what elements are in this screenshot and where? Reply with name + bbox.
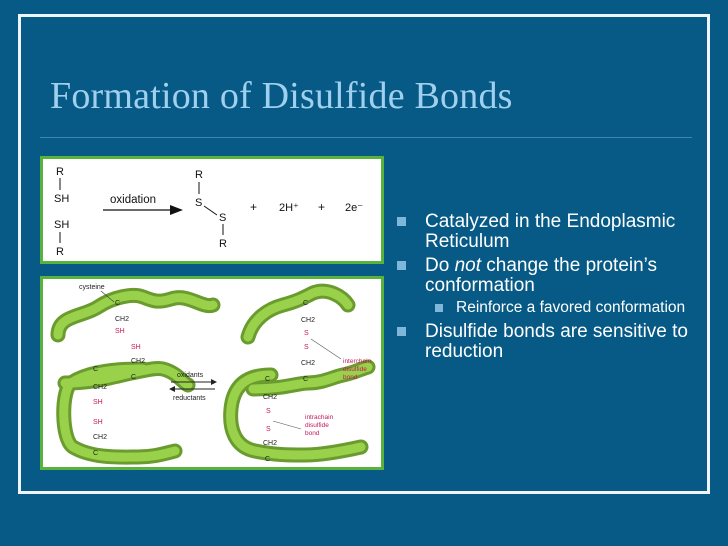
interchain-label-line: bond bbox=[343, 374, 358, 381]
carbon-atom: C bbox=[265, 456, 270, 463]
r-group-top: R bbox=[56, 166, 64, 178]
thiol-group: SH bbox=[93, 419, 103, 426]
methylene-group: CH2 bbox=[263, 440, 277, 447]
polypeptide-chains bbox=[50, 283, 376, 465]
sulfur-atom: S bbox=[304, 344, 309, 351]
carbon-atom: C bbox=[303, 376, 308, 383]
methylene-group: CH2 bbox=[301, 360, 315, 367]
arrow-head-icon bbox=[211, 379, 217, 385]
oxidants-label: oxidants bbox=[177, 372, 204, 379]
square-bullet-icon bbox=[397, 327, 406, 336]
thiol-group: SH bbox=[93, 399, 103, 406]
carbon-atom: C bbox=[265, 376, 270, 383]
plus-sign-2: + bbox=[318, 200, 325, 214]
intrachain-label-line: disulfide bbox=[305, 422, 329, 429]
bullet-item: Do not change the protein’s conformation bbox=[395, 256, 695, 296]
bullet-text: Disulfide bonds are sensitive to reducti… bbox=[425, 321, 688, 362]
thiol-group: SH bbox=[115, 328, 125, 335]
label-pointer bbox=[310, 338, 342, 360]
sulfur-atom: S bbox=[266, 408, 271, 415]
reductants-label: reductants bbox=[173, 395, 206, 402]
sub-bullet-item: Reinforce a favored conformation bbox=[395, 300, 695, 316]
intrachain-label-line: intrachain bbox=[305, 414, 334, 421]
bullet-list: Catalyzed in the Endoplasmic Reticulum D… bbox=[395, 212, 695, 366]
square-bullet-icon bbox=[397, 217, 406, 226]
sulfur-atom-1: S bbox=[195, 197, 202, 209]
bullet-item: Catalyzed in the Endoplasmic Reticulum bbox=[395, 212, 695, 252]
oxidation-label: oxidation bbox=[110, 194, 156, 206]
thiol-group: SH bbox=[131, 344, 141, 351]
carbon-atom: C bbox=[115, 300, 120, 307]
label-pointer bbox=[100, 290, 115, 303]
r-group-product-bottom: R bbox=[219, 238, 227, 250]
sulfur-atom-2: S bbox=[219, 212, 226, 224]
bullet-item: Disulfide bonds are sensitive to reducti… bbox=[395, 322, 695, 362]
bullet-text-prefix: Do bbox=[425, 255, 455, 276]
carbon-atom: C bbox=[93, 450, 98, 457]
slide-frame bbox=[18, 14, 710, 494]
oxidation-reaction-diagram: R SH SH R oxidation R S S R + 2H⁺ + 2e⁻ bbox=[54, 166, 363, 258]
sub-bullet-text: Reinforce a favored conformation bbox=[456, 299, 686, 316]
square-bullet-icon bbox=[397, 261, 406, 270]
r-group-bottom: R bbox=[56, 246, 64, 258]
protein-disulfide-panel: cysteine C CH2 SH SH CH2 C C CH2 SH SH C… bbox=[40, 276, 384, 470]
methylene-group: CH2 bbox=[131, 358, 145, 365]
plus-sign-1: + bbox=[250, 200, 257, 214]
bullet-emphasis: not bbox=[454, 255, 481, 276]
protons-term: 2H⁺ bbox=[279, 202, 299, 214]
arrow-head-icon bbox=[170, 205, 183, 215]
carbon-atom: C bbox=[93, 366, 98, 373]
interchain-label-line: disulfide bbox=[343, 366, 367, 373]
methylene-group: CH2 bbox=[93, 384, 107, 391]
cysteine-label: cysteine bbox=[79, 284, 105, 291]
thiol-group-top: SH bbox=[54, 193, 69, 205]
disulfide-bond-line bbox=[203, 205, 218, 216]
r-group-product-top: R bbox=[195, 169, 203, 181]
methylene-group: CH2 bbox=[115, 316, 129, 323]
methylene-group: CH2 bbox=[263, 394, 277, 401]
methylene-group: CH2 bbox=[93, 434, 107, 441]
slide-title: Formation of Disulfide Bonds bbox=[50, 75, 513, 117]
electrons-term: 2e⁻ bbox=[345, 202, 363, 214]
methylene-group: CH2 bbox=[301, 317, 315, 324]
oxidation-reaction-panel: R SH SH R oxidation R S S R + 2H⁺ + 2e⁻ bbox=[40, 156, 384, 264]
bullet-text-suffix: change the protein’s conformation bbox=[425, 255, 658, 296]
protein-disulfide-diagram: cysteine C CH2 SH SH CH2 C C CH2 SH SH C… bbox=[50, 283, 376, 465]
sulfur-atom: S bbox=[266, 426, 271, 433]
intrachain-label-line: bond bbox=[305, 430, 320, 437]
sulfur-atom: S bbox=[304, 330, 309, 337]
title-divider bbox=[40, 137, 692, 138]
carbon-atom: C bbox=[131, 374, 136, 381]
bullet-text: Catalyzed in the Endoplasmic Reticulum bbox=[425, 211, 676, 252]
carbon-atom: C bbox=[303, 300, 308, 307]
arrow-head-icon bbox=[169, 386, 175, 392]
interchain-label-line: interchain bbox=[343, 358, 372, 365]
square-bullet-icon bbox=[435, 304, 443, 312]
thiol-group-bottom: SH bbox=[54, 219, 69, 231]
label-pointer bbox=[272, 420, 302, 430]
